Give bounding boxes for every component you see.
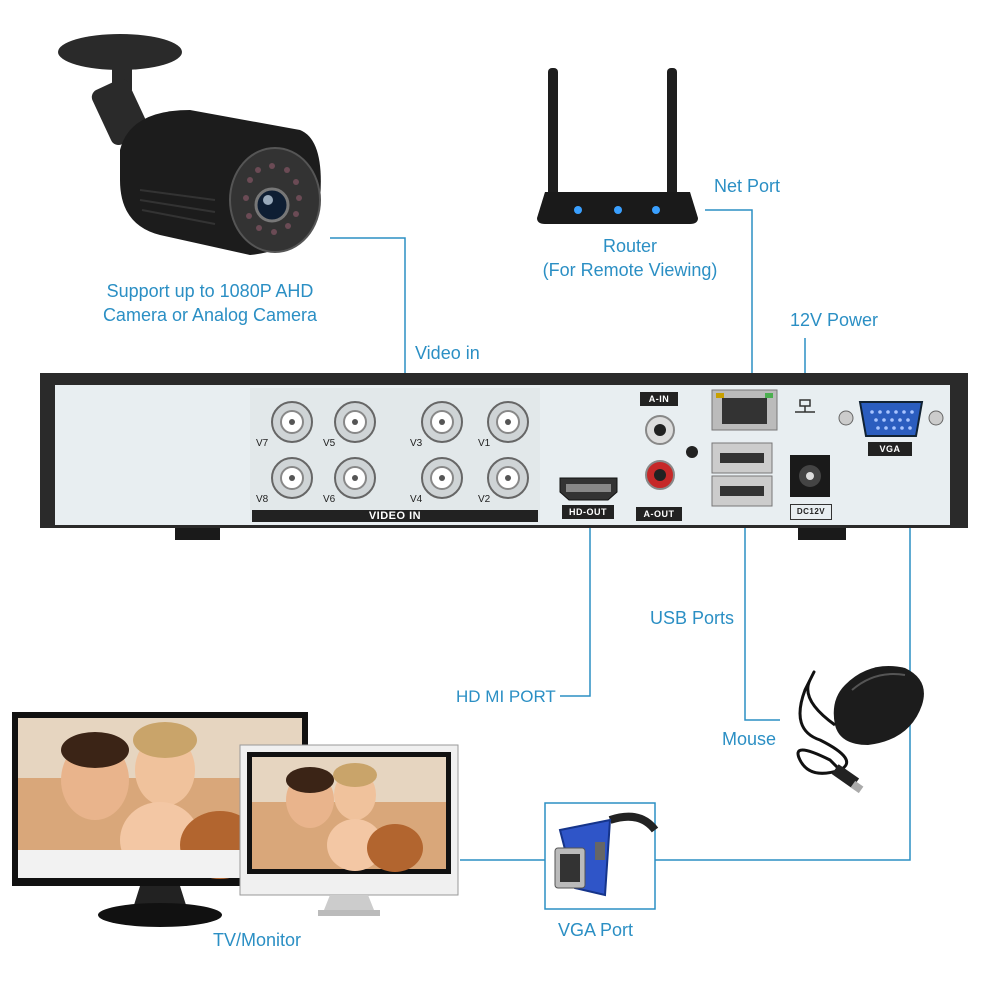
vga-cable-icon [554,812,659,897]
camera-label-line-2: Camera or Analog Camera [102,305,318,325]
dc12v-label: DC12V [790,504,832,520]
power-label: 12V Power [790,310,879,330]
mouse-icon [796,666,924,794]
camera-label-line-1: Support up to 1080P AHD [106,281,314,301]
net-port-label: Net Port [714,176,781,196]
vga-port-label: VGA Port [558,920,634,940]
channel-label-v4: V4 [410,494,423,505]
channel-label-v3: V3 [410,438,423,449]
camera-icon [58,34,321,255]
vga-box [544,802,656,910]
hd-out-label: HD-OUT [562,505,614,519]
video-in-label: Video in [415,343,480,363]
channel-label-v1: V1 [478,438,491,449]
a-out-label: A-OUT [636,507,682,521]
router-label: Router (For Remote Viewing) [520,234,740,282]
usb-line [744,505,780,721]
usb-ports-label: USB Ports [650,608,735,628]
a-in-label: A-IN [640,392,678,406]
tv-monitor-label: TV/Monitor [213,930,302,950]
router-label-line-1: Router [602,236,658,256]
hdmi-port-label: HD MI PORT [456,687,556,706]
mouse-label: Mouse [722,729,777,749]
camera-label: Support up to 1080P AHD Camera or Analog… [70,279,350,327]
video-in-line [330,237,406,385]
vga-line [655,455,911,861]
dvr-panel [40,373,968,540]
hdmi-line [560,508,591,697]
video-in-port-label: VIDEO IN [368,510,422,522]
monitor-icon [239,744,459,916]
channel-label-v2: V2 [478,494,491,505]
vga-panel-label: VGA [868,442,912,456]
channel-label-v5: V5 [323,438,336,449]
channel-label-v7: V7 [256,438,269,449]
router-label-line-2: (For Remote Viewing) [542,260,718,280]
net-port-line [705,209,753,390]
channel-label-v8: V8 [256,494,269,505]
channel-label-v6: V6 [323,494,336,505]
router-icon [537,68,698,224]
